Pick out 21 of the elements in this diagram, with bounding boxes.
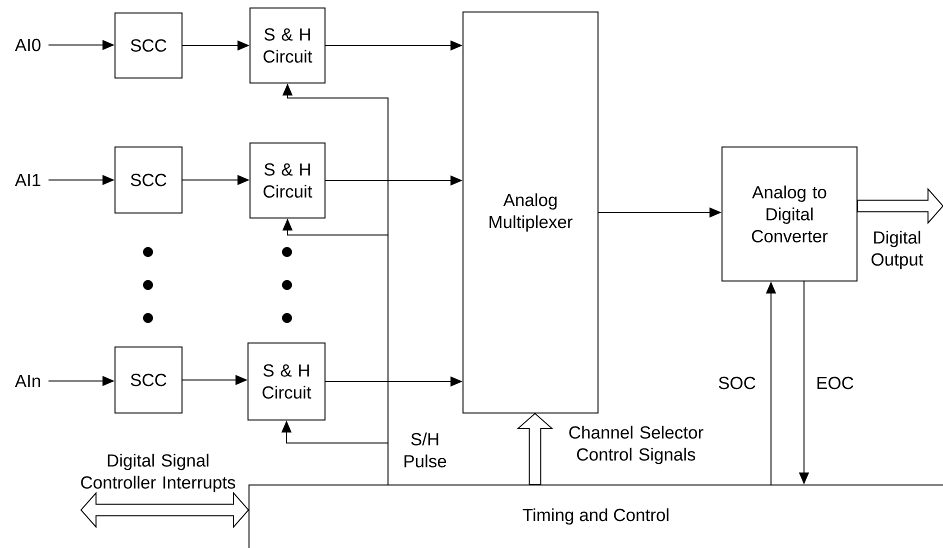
edge-label: Digital Signal Controller Interrupts: [81, 454, 236, 492]
sample-hold-box: S & H Circuit: [250, 8, 326, 84]
edge-label: S/H Pulse: [404, 432, 446, 468]
timing-control-block: Timing and Control: [248, 484, 943, 548]
input-label: AIn: [14, 374, 40, 388]
sample-hold-box: S & H Circuit: [248, 342, 326, 420]
input-label: AI0: [14, 38, 40, 52]
scc-box: SCC: [114, 12, 182, 78]
hollow-arrow: [516, 412, 554, 485]
converter-box: Analog to Digital Converter: [722, 146, 858, 282]
edge-label: Channel Selector Control Signals: [569, 426, 704, 464]
edge-label: EOC: [817, 376, 854, 390]
edge-label: SOC: [718, 376, 756, 390]
scc-box: SCC: [114, 346, 182, 414]
edge-label: Digital Output: [872, 230, 924, 270]
hollow-arrow: [80, 492, 250, 528]
scc-box: SCC: [114, 146, 182, 214]
input-label: AI1: [14, 174, 40, 186]
hollow-arrow: [857, 188, 943, 224]
multiplexer-box: Analog Multiplexer: [462, 12, 598, 414]
sample-hold-box: S & H Circuit: [250, 142, 326, 218]
